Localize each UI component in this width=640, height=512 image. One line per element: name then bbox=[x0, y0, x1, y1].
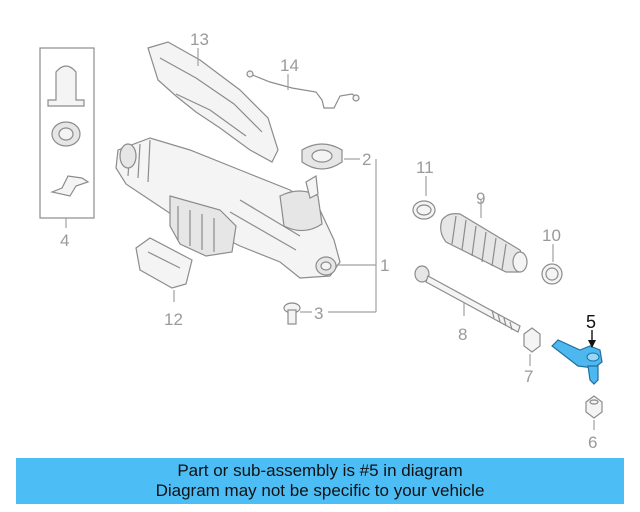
part-1-steering-gear[interactable] bbox=[115, 137, 341, 279]
banner-line-1: Part or sub-assembly is #5 in diagram bbox=[177, 461, 463, 480]
callout-3: 3 bbox=[314, 304, 323, 323]
part-9-boot[interactable] bbox=[440, 213, 528, 273]
info-banner: Part or sub-assembly is #5 in diagram Di… bbox=[16, 458, 624, 504]
part-10-clamp[interactable] bbox=[541, 263, 563, 285]
callout-12: 12 bbox=[164, 310, 183, 329]
callout-11: 11 bbox=[416, 158, 434, 177]
part-2-mount[interactable] bbox=[301, 143, 343, 170]
callout-8: 8 bbox=[458, 325, 467, 344]
part-3-bolt[interactable] bbox=[283, 302, 301, 325]
part-12-bracket[interactable] bbox=[135, 237, 193, 289]
callout-13: 13 bbox=[190, 30, 209, 49]
part-7-nut[interactable] bbox=[523, 327, 541, 353]
part-13-heat-shield[interactable] bbox=[147, 41, 279, 163]
callout-5-arrow-icon bbox=[588, 340, 596, 348]
callout-10: 10 bbox=[542, 226, 561, 245]
callout-6: 6 bbox=[588, 433, 597, 452]
banner-line-2: Diagram may not be specific to your vehi… bbox=[155, 481, 485, 500]
part-6-nut[interactable] bbox=[585, 395, 603, 419]
callout-14: 14 bbox=[280, 56, 299, 75]
callout-5: 5 bbox=[586, 312, 596, 332]
callout-1: 1 bbox=[380, 256, 389, 275]
callout-9: 9 bbox=[476, 189, 485, 208]
part-5-tie-rod-end[interactable] bbox=[551, 339, 603, 385]
callout-2: 2 bbox=[362, 150, 371, 169]
callout-7: 7 bbox=[524, 367, 533, 386]
part-14-hose[interactable] bbox=[246, 70, 360, 109]
parts-diagram: 13 14 4 2 1 bbox=[39, 30, 603, 452]
part-11-clamp[interactable] bbox=[412, 200, 436, 220]
part-8-inner-tie-rod[interactable] bbox=[414, 265, 521, 333]
callout-4: 4 bbox=[60, 231, 69, 250]
part-4-mounting-kit[interactable] bbox=[39, 47, 95, 219]
